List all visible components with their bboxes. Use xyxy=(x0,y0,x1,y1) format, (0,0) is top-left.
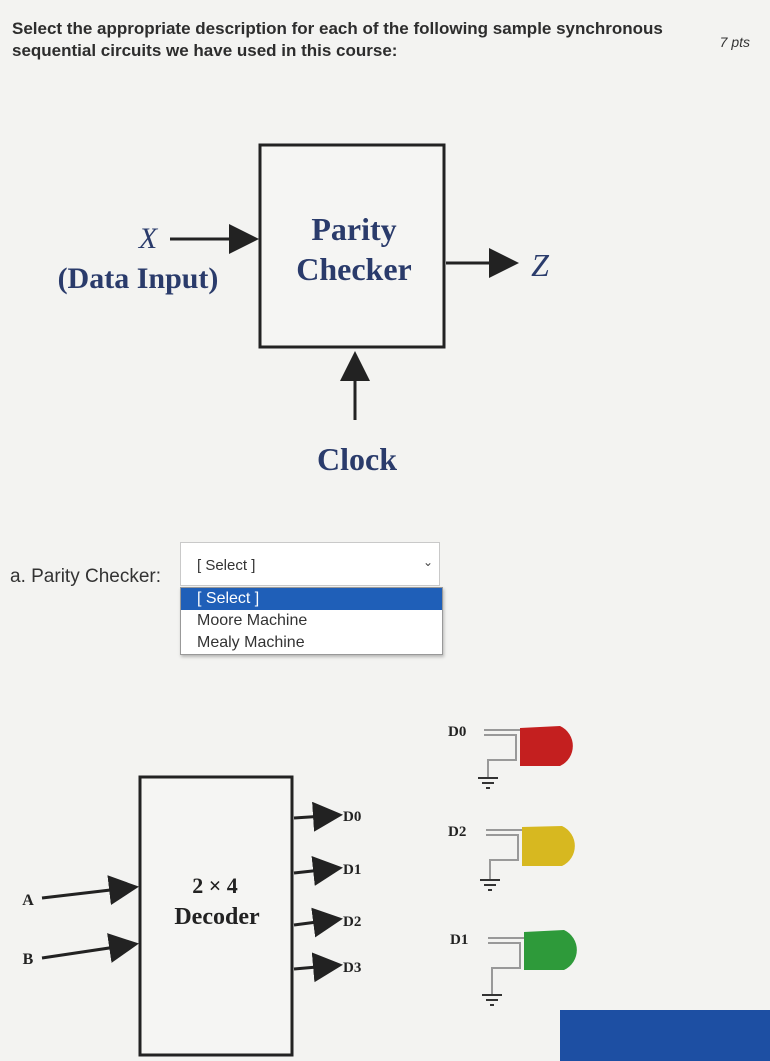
led-yellow: D2 xyxy=(448,824,575,891)
decoder-label-1: 2 × 4 xyxy=(192,873,238,898)
output-d0-arrow xyxy=(293,801,343,832)
output-d3-label: D3 xyxy=(343,960,361,976)
output-d2-arrow xyxy=(293,907,343,938)
chevron-down-icon: ⌄ xyxy=(422,555,433,569)
question-text: Select the appropriate description for e… xyxy=(12,19,663,60)
decoder-label-2: Decoder xyxy=(174,904,260,930)
output-d0-label: D0 xyxy=(343,809,361,825)
output-d1-arrow xyxy=(293,856,343,886)
parity-checker-diagram: X (Data Input) Parity Checker Z Clock xyxy=(58,143,550,477)
bottom-bar xyxy=(560,1010,770,1061)
input-b-label: B xyxy=(23,951,34,968)
led-red: D0 xyxy=(448,724,573,789)
option-mealy-machine[interactable]: Mealy Machine xyxy=(197,634,305,651)
led-d0-label: D0 xyxy=(448,724,466,740)
option-moore-machine[interactable]: Moore Machine xyxy=(197,612,308,629)
led-d2-label: D2 xyxy=(448,824,466,840)
question-a-label: a. Parity Checker: xyxy=(10,566,161,587)
select-current-value: [ Select ] xyxy=(197,557,256,574)
green-led-icon xyxy=(524,930,577,970)
decoder-block xyxy=(138,775,294,1057)
output-d2-label: D2 xyxy=(343,914,361,930)
yellow-led-icon xyxy=(522,826,575,866)
output-d1-label: D1 xyxy=(343,862,361,878)
data-input-label: (Data Input) xyxy=(58,262,219,295)
parity-checker-block xyxy=(258,143,446,349)
clock-label: Clock xyxy=(317,441,397,477)
decoder-diagram: A B 2 × 4 Decoder D0 D1 D2 D3 xyxy=(22,775,361,1057)
led-d1-label: D1 xyxy=(450,932,468,948)
select-dropdown-list: [ Select ] Moore Machine Mealy Machine xyxy=(180,587,443,655)
led-green: D1 xyxy=(450,930,577,1006)
input-a-label: A xyxy=(22,892,34,909)
parity-checker-select[interactable]: [ Select ] ⌄ xyxy=(180,542,440,586)
red-led-icon xyxy=(520,726,573,766)
input-x-label: X xyxy=(138,222,159,255)
parity-block-label-2: Checker xyxy=(296,251,412,287)
output-z-label: Z xyxy=(531,247,550,283)
input-a-arrow xyxy=(41,875,139,906)
option-select[interactable]: [ Select ] xyxy=(181,588,442,610)
points-label: 7 pts xyxy=(719,34,750,50)
input-b-arrow xyxy=(41,933,139,963)
parity-block-label-1: Parity xyxy=(311,211,396,247)
output-d3-arrow xyxy=(293,952,343,983)
